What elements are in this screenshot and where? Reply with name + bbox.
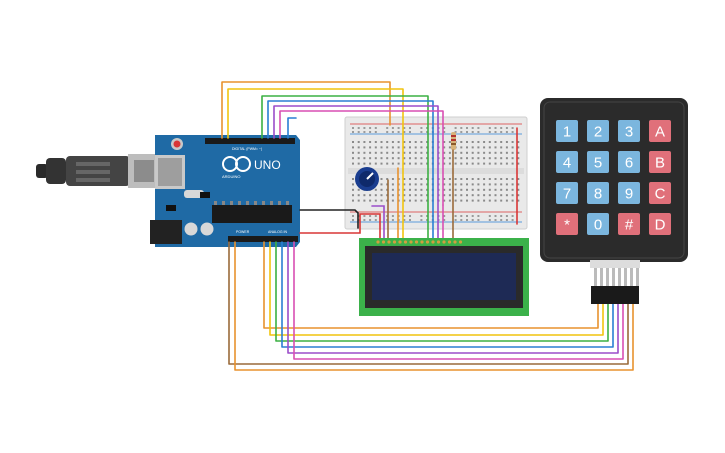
keypad-key-label: B — [655, 155, 665, 172]
keypad-key-label: 2 — [594, 124, 602, 141]
keypad-key-0[interactable]: 0 — [587, 213, 609, 235]
keypad-key-5[interactable]: 5 — [587, 151, 609, 173]
keypad-key-label: * — [564, 217, 570, 234]
keypad-key-*[interactable]: * — [556, 213, 578, 235]
keypad-key-C[interactable]: C — [649, 182, 671, 204]
keypad-key-label: 8 — [594, 186, 602, 203]
keypad-key-4[interactable]: 4 — [556, 151, 578, 173]
keypad-key-label: 7 — [563, 186, 571, 203]
board-brand-label: ARDUINO — [222, 174, 240, 179]
keypad-key-label: 4 — [563, 155, 571, 172]
arduino-uno-board[interactable]: UNO ARDUINO DIGITAL (PWM= ~) POWER ANALO… — [150, 135, 300, 247]
keypad-key-label: 3 — [625, 124, 633, 141]
keypad-key-A[interactable]: A — [649, 120, 671, 142]
keypad-key-label: 6 — [625, 155, 633, 172]
analog-in-label: ANALOG IN — [268, 230, 288, 234]
keypad-key-label: D — [655, 217, 666, 234]
board-model-label: UNO — [254, 158, 281, 172]
keypad-key-label: A — [655, 124, 665, 141]
keypad-key-7[interactable]: 7 — [556, 182, 578, 204]
keypad-key-label: 0 — [594, 217, 602, 234]
keypad-key-2[interactable]: 2 — [587, 120, 609, 142]
keypad-key-D[interactable]: D — [649, 213, 671, 235]
lcd-16x2[interactable] — [359, 238, 529, 316]
arduino-logo — [222, 156, 251, 172]
keypad-key-8[interactable]: 8 — [587, 182, 609, 204]
keypad-key-#[interactable]: # — [618, 213, 640, 235]
power-analog-header[interactable] — [228, 236, 298, 242]
keypad-key-label: 1 — [563, 124, 571, 141]
atmega-chip — [212, 205, 292, 223]
resistor — [451, 132, 456, 150]
potentiometer[interactable] — [355, 167, 379, 191]
wires-breadboard-lcd[interactable] — [299, 127, 518, 241]
keypad-key-9[interactable]: 9 — [618, 182, 640, 204]
capacitor-1 — [184, 222, 198, 236]
keypad-connector[interactable] — [591, 286, 639, 304]
digital-pins-label: DIGITAL (PWM= ~) — [232, 147, 262, 151]
keypad-key-label: C — [655, 186, 666, 203]
usb-cable[interactable] — [36, 154, 158, 188]
power-jack — [150, 220, 182, 244]
breadboard[interactable] — [344, 116, 528, 230]
keypad-4x4[interactable]: 1 2 3 A 4 5 6 B 7 8 9 C * 0 # D — [540, 98, 688, 304]
wires-bottom[interactable] — [228, 241, 634, 371]
power-label: POWER — [236, 230, 250, 234]
keypad-key-3[interactable]: 3 — [618, 120, 640, 142]
keypad-key-label: 5 — [594, 155, 602, 172]
lcd-screen — [372, 253, 516, 300]
capacitor-2 — [200, 222, 214, 236]
keypad-key-6[interactable]: 6 — [618, 151, 640, 173]
digital-header[interactable] — [205, 138, 295, 144]
keypad-key-label: 9 — [625, 186, 633, 203]
wires-top[interactable] — [221, 81, 444, 206]
keypad-key-label: # — [625, 217, 634, 234]
keypad-key-1[interactable]: 1 — [556, 120, 578, 142]
keypad-key-B[interactable]: B — [649, 151, 671, 173]
